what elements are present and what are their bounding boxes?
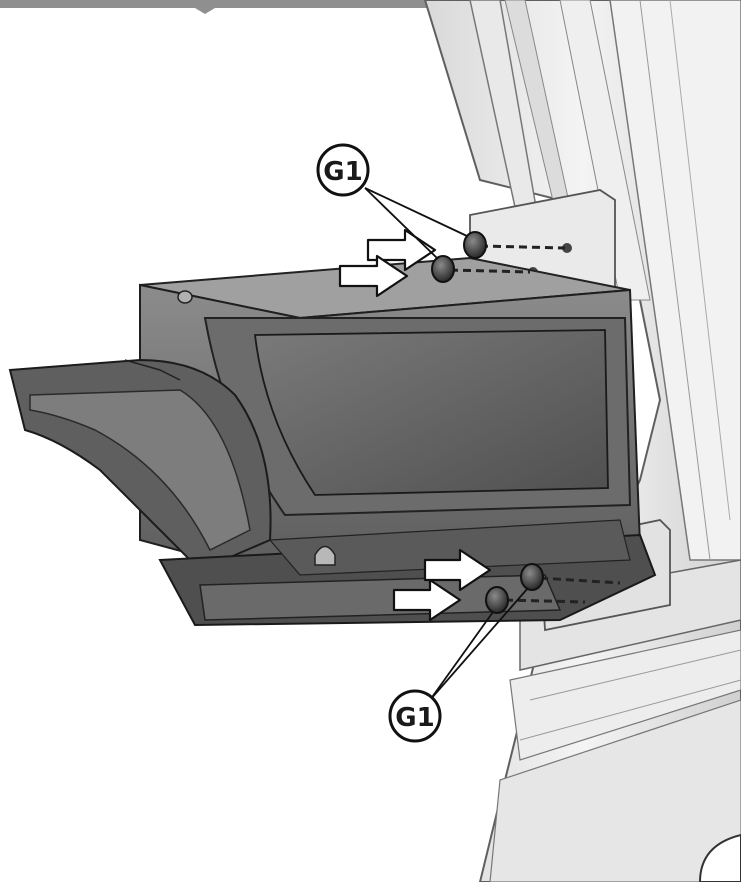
screw-cap-icon bbox=[431, 231, 544, 614]
callout-g1-upper: G1 bbox=[316, 143, 370, 197]
callout-leaders bbox=[364, 187, 529, 701]
callout-g1-lower: G1 bbox=[388, 689, 442, 743]
callout-label-lower: G1 bbox=[395, 703, 434, 733]
dashed-guide-line bbox=[449, 244, 621, 604]
shelf-assembly bbox=[8, 256, 657, 627]
callout-label-upper: G1 bbox=[323, 157, 362, 187]
